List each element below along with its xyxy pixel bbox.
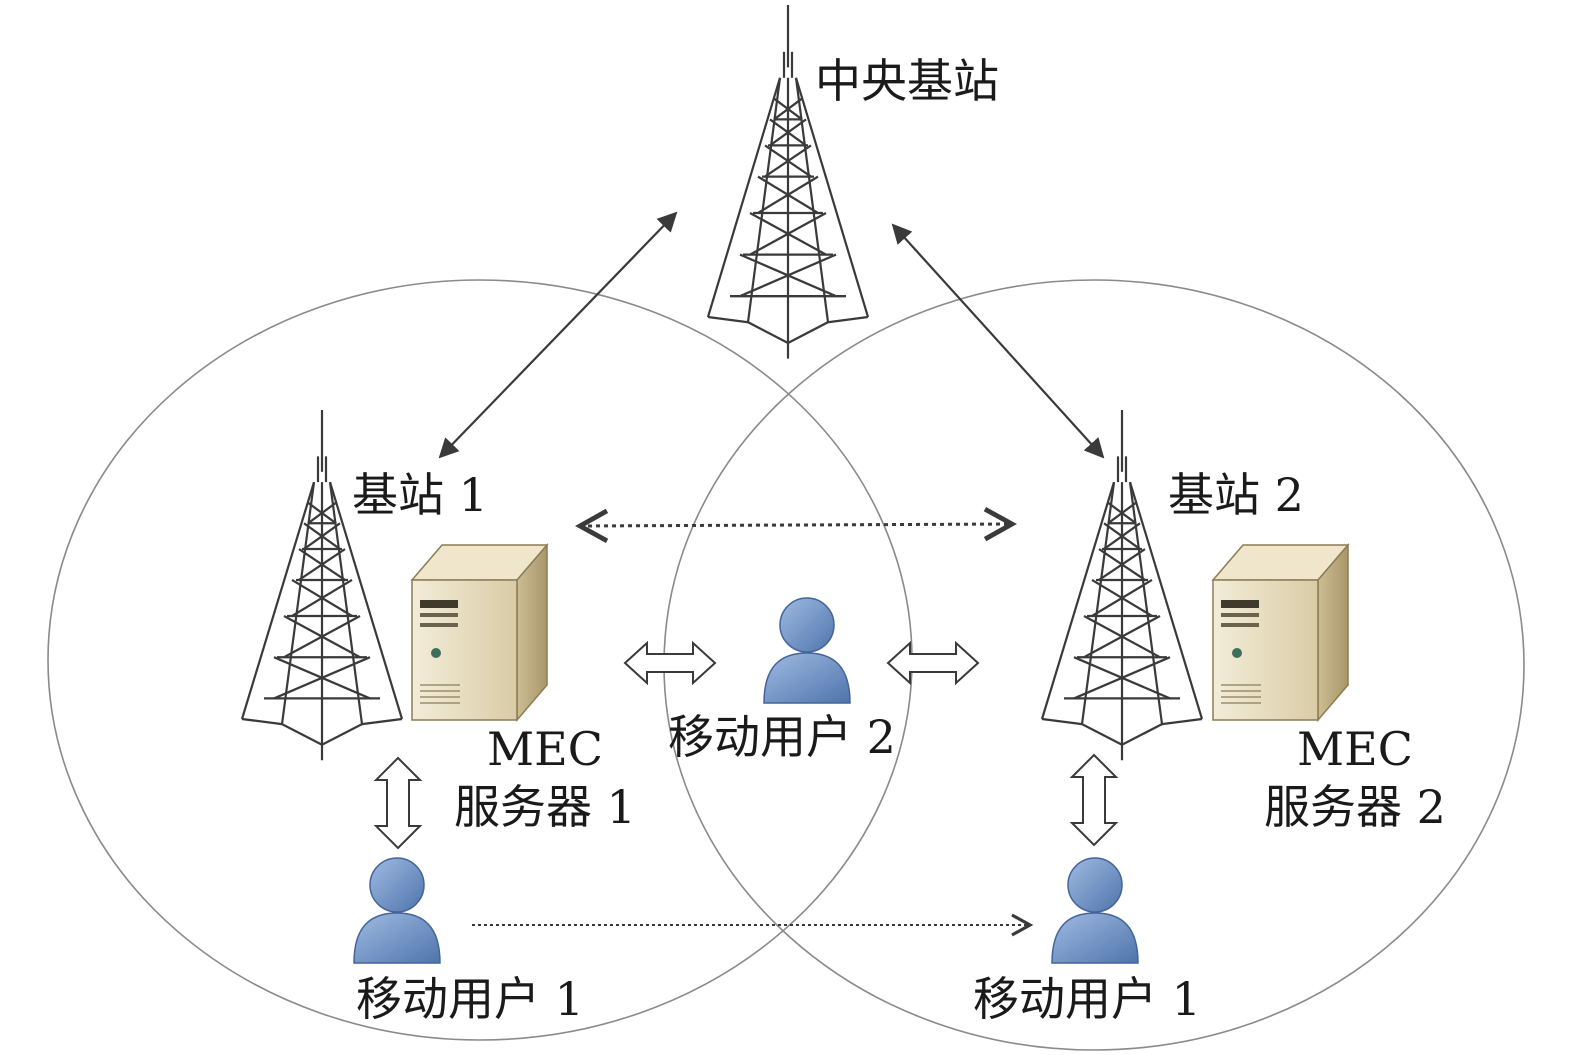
station-1-label: 基站 1 (352, 468, 488, 522)
mec-server-1-icon (411, 544, 548, 721)
link-station-1-to-station-2 (575, 507, 1017, 543)
user-1-left-label: 移动用户 1 (356, 972, 584, 1026)
user-1-right-label: 移动用户 1 (973, 972, 1201, 1026)
mec-server-1-label-line2: 服务器 1 (454, 780, 636, 834)
mec-server-2-icon (1212, 544, 1349, 721)
station-2-label: 基站 2 (1168, 468, 1304, 522)
user-2-icon (763, 597, 851, 704)
hollow-arrow-user2-station2 (887, 642, 979, 684)
tower-icon-station-1 (240, 408, 404, 762)
mec-server-1-label-line1: MEC (487, 722, 603, 776)
mec-server-2-label-line2: 服务器 2 (1264, 780, 1446, 834)
mec-server-1-label: MEC 服务器 1 (440, 720, 650, 836)
user-1-right-icon (1051, 857, 1139, 964)
hollow-arrow-user2-station1 (624, 642, 716, 684)
hollow-arrow-station2-user1 (1071, 754, 1117, 846)
user-2-label: 移动用户 2 (668, 710, 896, 764)
link-central-to-station-2 (891, 223, 1105, 459)
hollow-arrow-station1-user1 (375, 757, 421, 849)
user-1-left-icon (353, 857, 441, 964)
mec-server-2-label-line1: MEC (1297, 722, 1413, 776)
central-station-label: 中央基站 (815, 54, 999, 108)
tower-icon-station-2 (1040, 408, 1204, 762)
link-central-to-station-1 (438, 211, 678, 459)
mec-server-2-label: MEC 服务器 2 (1250, 720, 1460, 836)
